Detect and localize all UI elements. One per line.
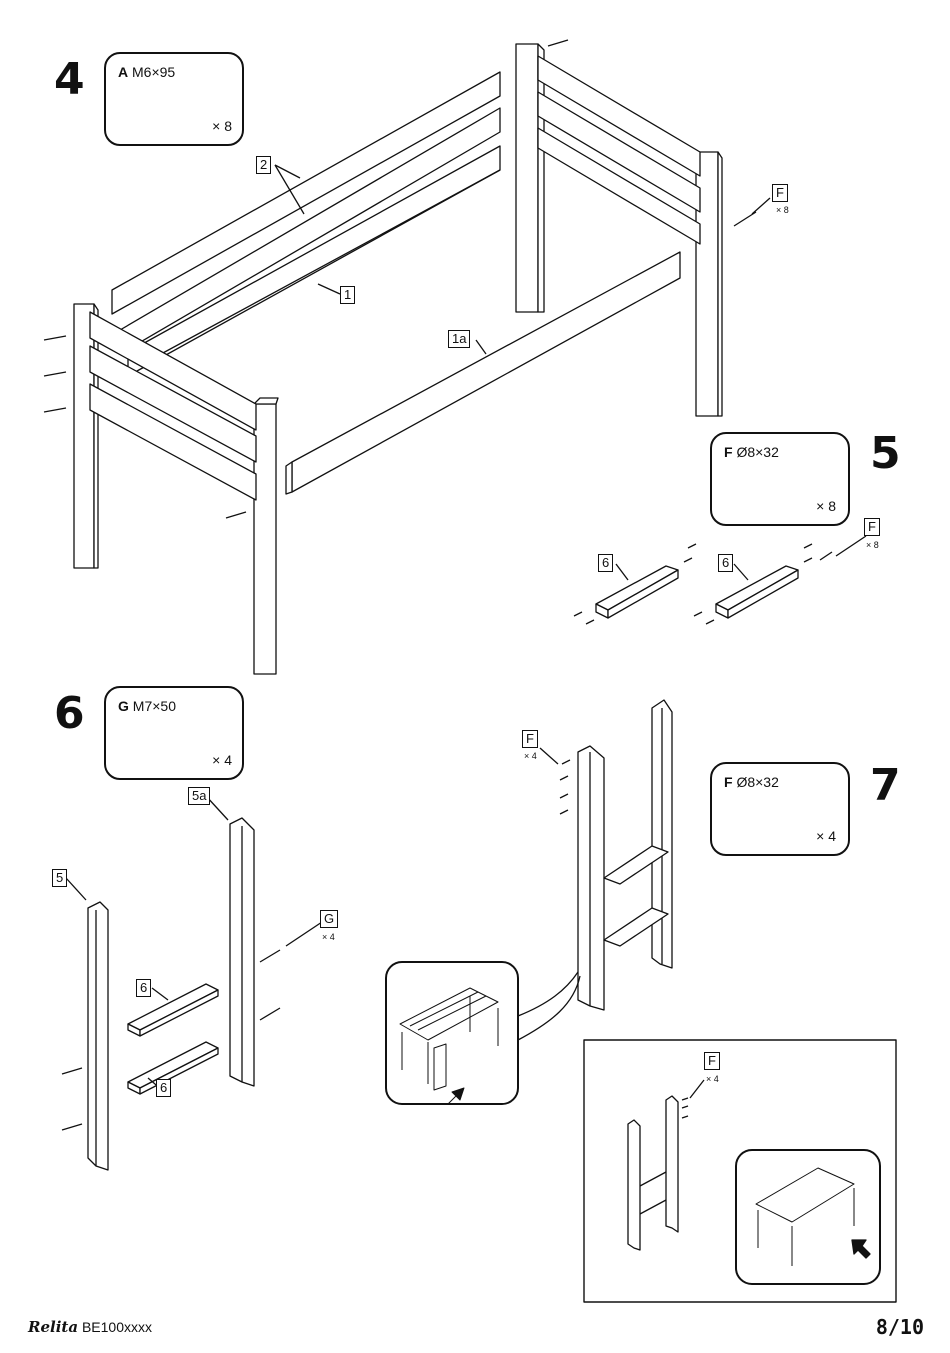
step-number-7: 7 bbox=[870, 764, 901, 808]
fastener-qty: × 8 bbox=[776, 205, 789, 215]
fastener-tag-F: F bbox=[704, 1052, 720, 1070]
fastener-qty: × 4 bbox=[524, 751, 537, 761]
step6-ladder-parts-drawing bbox=[62, 796, 322, 1170]
step7-inset-drawing bbox=[584, 1040, 896, 1302]
fastener-tag-G: G bbox=[320, 910, 338, 928]
hardware-box-step7: F Ø8×32 × 4 bbox=[710, 762, 850, 856]
hardware-label: A M6×95 bbox=[118, 64, 175, 80]
part-tag-1a: 1a bbox=[448, 330, 470, 348]
footer-brand: Relita BE100xxxx bbox=[28, 1318, 152, 1336]
part-tag-5a: 5a bbox=[188, 787, 210, 805]
hardware-qty: × 8 bbox=[212, 118, 232, 134]
fastener-tag-F: F bbox=[522, 730, 538, 748]
part-tag-6: 6 bbox=[136, 979, 151, 997]
fastener-tag-F: F bbox=[772, 184, 788, 202]
hardware-box-step4: A M6×95 × 8 bbox=[104, 52, 244, 146]
hardware-qty: × 4 bbox=[816, 828, 836, 844]
step-number-5: 5 bbox=[870, 432, 901, 476]
hardware-qty: × 8 bbox=[816, 498, 836, 514]
hardware-label: G M7×50 bbox=[118, 698, 176, 714]
hardware-box-step6: G M7×50 × 4 bbox=[104, 686, 244, 780]
model-number: BE100xxxx bbox=[82, 1319, 152, 1335]
part-tag-6: 6 bbox=[598, 554, 613, 572]
step-number-6: 6 bbox=[54, 692, 85, 736]
step-number-4: 4 bbox=[54, 58, 85, 102]
part-tag-1: 1 bbox=[340, 286, 355, 304]
part-tag-5: 5 bbox=[52, 869, 67, 887]
part-tag-6: 6 bbox=[718, 554, 733, 572]
part-tag-2: 2 bbox=[256, 156, 271, 174]
fastener-qty: × 4 bbox=[706, 1074, 719, 1084]
part-tag-6: 6 bbox=[156, 1079, 171, 1097]
step5-slats-drawing bbox=[574, 536, 866, 624]
hardware-label: F Ø8×32 bbox=[724, 774, 779, 790]
fastener-qty: × 4 bbox=[322, 932, 335, 942]
brand-logo: Relita bbox=[28, 1318, 78, 1336]
fastener-qty: × 8 bbox=[866, 540, 879, 550]
hardware-box-step5: F Ø8×32 × 8 bbox=[710, 432, 850, 526]
hardware-label: F Ø8×32 bbox=[724, 444, 779, 460]
fastener-tag-F: F bbox=[864, 518, 880, 536]
hardware-qty: × 4 bbox=[212, 752, 232, 768]
page-number: 8/10 bbox=[876, 1315, 924, 1339]
